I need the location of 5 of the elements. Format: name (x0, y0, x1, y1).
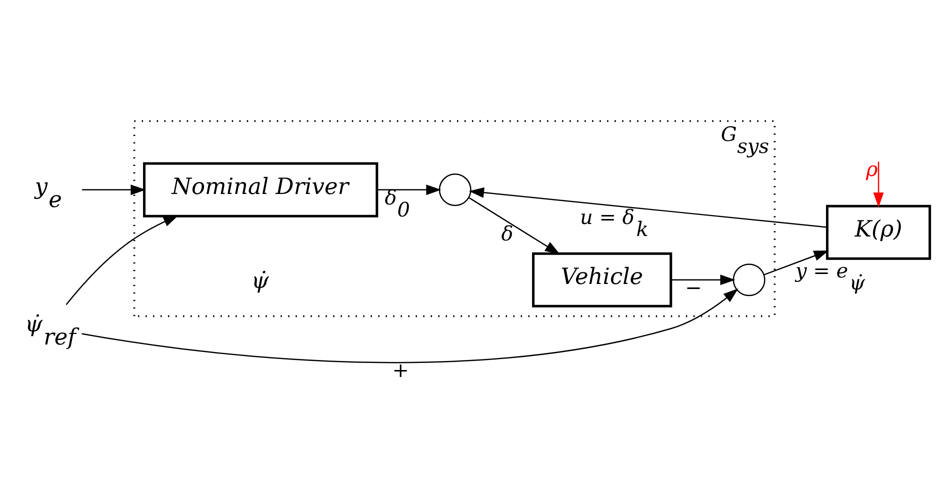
label: ψ̇ (251, 268, 269, 294)
edge-label: δ (501, 221, 514, 246)
edge-label: − (685, 276, 702, 300)
edge-label: ρ (866, 156, 878, 181)
edge-label: + (392, 358, 410, 382)
